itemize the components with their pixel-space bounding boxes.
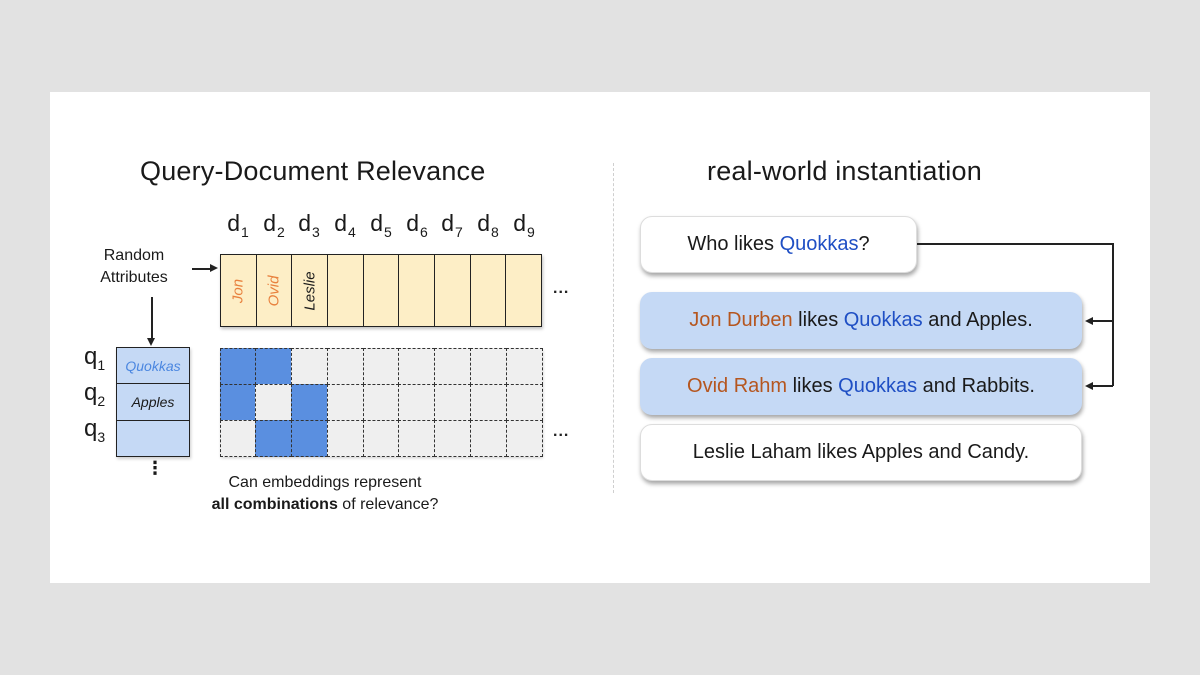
- doc-label-1: d1: [227, 210, 249, 240]
- irrelevant-cell: [219, 419, 257, 457]
- doc-cell: [364, 255, 400, 326]
- doc-box-ovid: Ovid Rahm likes Quokkas and Rabbits.: [640, 358, 1082, 415]
- doc-attribute: Jon: [229, 278, 247, 303]
- irrelevant-cell: [398, 383, 436, 421]
- query-cell: Quokkas: [117, 348, 189, 385]
- random-attributes-label: Random Attributes: [84, 245, 184, 289]
- doc-box-jon: Jon Durben likes Quokkas and Apples.: [640, 292, 1082, 349]
- doc-label-3: d3: [298, 210, 320, 240]
- random-attributes-label-line2: Attributes: [100, 269, 168, 286]
- connector-horizontal-top: [917, 243, 1113, 245]
- right-title: real-world instantiation: [707, 156, 982, 186]
- irrelevant-cell: [326, 419, 364, 457]
- irrelevant-cell: [505, 419, 543, 457]
- doc-label-4: d4: [334, 210, 356, 240]
- doc-attribute: Leslie: [301, 270, 319, 311]
- doc-cell: Leslie: [292, 255, 329, 326]
- doc-ellipsis: ...: [553, 280, 570, 297]
- doc-highlight: Quokkas: [838, 375, 918, 397]
- connector-to-jon: [1092, 320, 1113, 322]
- query-cell: [117, 421, 189, 456]
- irrelevant-cell: [469, 419, 507, 457]
- doc-cell: [435, 255, 471, 326]
- doc-rest: and Rabbits.: [917, 375, 1035, 397]
- doc-cell: [506, 255, 541, 326]
- doc-highlight: Quokkas: [843, 309, 923, 331]
- arrow-to-queries-line: [151, 297, 153, 339]
- caption-rest: of relevance?: [337, 496, 439, 513]
- query-suffix: ?: [858, 233, 870, 255]
- irrelevant-cell: [326, 383, 364, 421]
- relevant-cell: [291, 419, 328, 457]
- irrelevant-cell: [362, 347, 400, 385]
- arrow-to-docs-icon: [210, 264, 218, 272]
- irrelevant-cell: [255, 383, 293, 421]
- irrelevant-cell: [434, 347, 471, 385]
- doc-name: Ovid Rahm: [687, 375, 788, 397]
- doc-label-8: d8: [477, 210, 499, 240]
- irrelevant-cell: [291, 347, 328, 385]
- doc-attribute: Ovid: [265, 275, 283, 306]
- doc-label-7: d7: [441, 210, 463, 240]
- query-label-1: q1: [84, 343, 106, 373]
- query-column: Quokkas Apples: [116, 347, 190, 457]
- doc-label-2: d2: [263, 210, 285, 240]
- doc-label-6: d6: [406, 210, 428, 240]
- doc-cell: [399, 255, 436, 326]
- irrelevant-cell: [434, 419, 471, 457]
- doc-cell: [471, 255, 507, 326]
- irrelevant-cell: [434, 383, 471, 421]
- irrelevant-cell: [326, 347, 364, 385]
- relevant-cell: [255, 419, 293, 457]
- query-highlight: Quokkas: [779, 233, 859, 255]
- caption-bold: all combinations: [211, 496, 338, 513]
- caption: Can embeddings represent all combination…: [200, 472, 450, 516]
- relevant-cell: [219, 347, 257, 385]
- query-box: Who likes Quokkas?: [640, 216, 917, 273]
- doc-name: Jon Durben: [689, 309, 793, 331]
- irrelevant-cell: [362, 383, 400, 421]
- doc-label-5: d5: [370, 210, 392, 240]
- arrow-to-queries-icon: [147, 338, 155, 346]
- query-ellipsis: ⋮: [146, 458, 164, 478]
- irrelevant-cell: [505, 383, 543, 421]
- caption-line1: Can embeddings represent: [228, 474, 422, 491]
- left-title: Query-Document Relevance: [140, 156, 486, 186]
- grid-ellipsis: ...: [553, 423, 570, 440]
- relevant-cell: [291, 383, 328, 421]
- query-cell: Apples: [117, 384, 189, 421]
- connector-vertical: [1112, 243, 1114, 386]
- relevant-cell: [255, 347, 293, 385]
- doc-text: Leslie Laham likes Apples and Candy.: [692, 441, 1030, 463]
- doc-mid: likes: [787, 375, 839, 397]
- doc-cell: Jon: [221, 255, 257, 326]
- arrow-left-icon: [1085, 382, 1093, 390]
- doc-rest: and Apples.: [922, 309, 1033, 331]
- irrelevant-cell: [398, 419, 436, 457]
- doc-cell: [328, 255, 364, 326]
- query-prefix: Who likes: [687, 233, 780, 255]
- query-label-2: q2: [84, 379, 106, 409]
- doc-mid: likes: [792, 309, 844, 331]
- panel-divider: [613, 163, 614, 493]
- connector-to-ovid: [1092, 385, 1113, 387]
- relevant-cell: [219, 383, 257, 421]
- doc-box-leslie: Leslie Laham likes Apples and Candy.: [640, 424, 1082, 481]
- irrelevant-cell: [469, 383, 507, 421]
- caption-line2: all combinations of relevance?: [200, 494, 450, 516]
- arrow-left-icon: [1085, 317, 1093, 325]
- query-label-3: q3: [84, 415, 106, 445]
- irrelevant-cell: [362, 419, 400, 457]
- random-attributes-label-line1: Random: [103, 247, 165, 264]
- doc-label-9: d9: [513, 210, 535, 240]
- relevance-grid: [219, 347, 543, 457]
- irrelevant-cell: [505, 347, 543, 385]
- irrelevant-cell: [398, 347, 436, 385]
- document-row: Jon Ovid Leslie: [220, 254, 542, 327]
- doc-cell: Ovid: [257, 255, 293, 326]
- irrelevant-cell: [469, 347, 507, 385]
- arrow-to-docs-line: [192, 268, 212, 270]
